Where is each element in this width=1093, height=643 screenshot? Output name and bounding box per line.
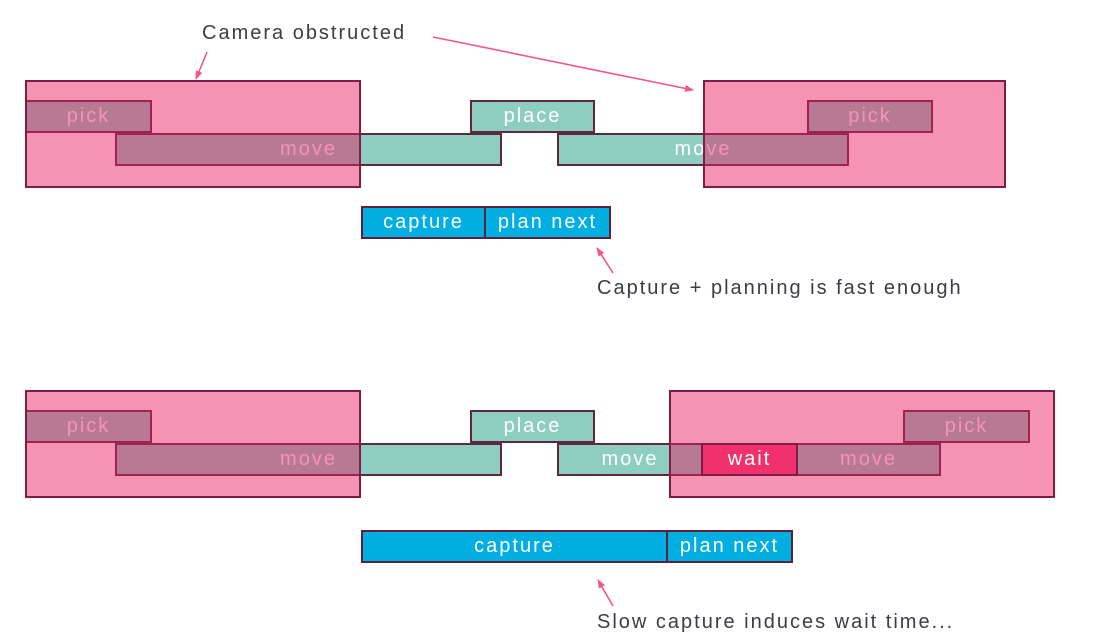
slow-capture-timeline-camera-obstructed-region-left	[25, 390, 361, 498]
fast-capture-timeline-task-bar-pick: pick	[807, 100, 933, 133]
fast-capture-timeline-task-bar-move: move	[115, 133, 502, 166]
slow-capture-timeline-task-bar-move: move	[115, 443, 502, 476]
fast-capture-timeline-camera-obstructed-region-right	[703, 80, 1006, 188]
slow-capture-timeline-task-bar-pick: pick	[25, 410, 152, 443]
slow-capture-timeline-capture-bar-plan-next: plan next	[666, 530, 793, 563]
slow-capture-timeline-task-bar-place: place	[470, 410, 595, 443]
slow-capture-timeline-task-bar-move: move	[557, 443, 703, 476]
fast-capture-timeline-task-bar-pick: pick	[25, 100, 152, 133]
fast-capture-timeline-task-bar-place: place	[470, 100, 595, 133]
fast-capture-timeline-capture-bar-capture: capture	[361, 206, 486, 239]
slow-capture-timeline-task-bar-pick: pick	[903, 410, 1030, 443]
slow-capture-timeline-capture-bar-capture: capture	[361, 530, 668, 563]
fast-capture-timeline-camera-obstructed-region-left	[25, 80, 361, 188]
slow-capture-timeline-wait-bar: wait	[701, 443, 798, 476]
fast-capture-timeline-capture-bar-plan-next: plan next	[484, 206, 611, 239]
